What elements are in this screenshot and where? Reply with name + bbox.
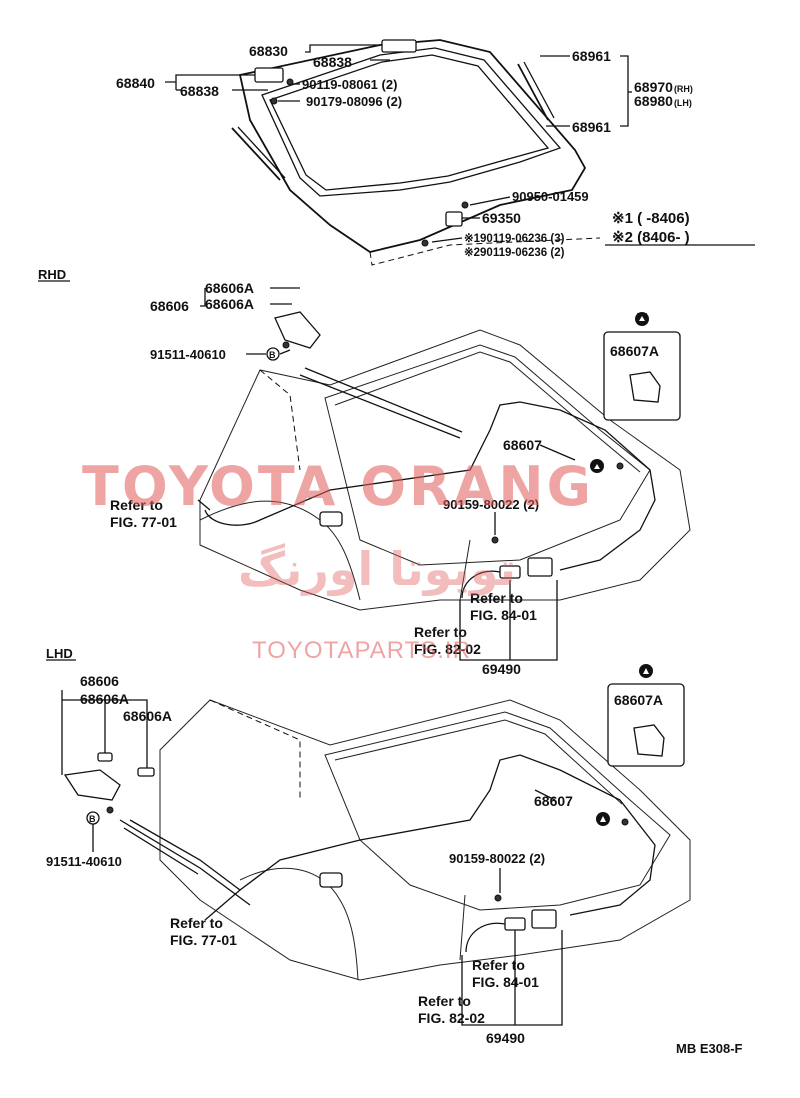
label-68970: 68970(RH) (634, 79, 693, 95)
label-68606A-rhd-1: 68606A (205, 280, 254, 296)
note-serial-2: ※2 (8406- ) (612, 229, 690, 246)
rhd-car-body (199, 311, 691, 611)
refer77-rhd-line2: FIG. 77-01 (110, 514, 177, 530)
badge-b-lhd: B (89, 814, 96, 824)
label-68606A-rhd-2: 68606A (205, 296, 254, 312)
label-68606-rhd: 68606 (150, 298, 189, 314)
label-91511-lhd: 91511-40610 (46, 854, 122, 869)
label-90119-06236-2: ※290119-06236 (2) (464, 246, 565, 259)
watermark-brand: TOYOTA ORANG (82, 455, 594, 518)
watermark-site: TOYOTAPARTS.IR (252, 637, 471, 664)
label-90950-01459: 90950-01459 (512, 189, 589, 204)
lhd-detail-box (596, 664, 685, 826)
label-90159-lhd: 90159-80022 (2) (449, 851, 545, 866)
label-68607-lhd: 68607 (534, 793, 573, 809)
rhd-labels: 68606A 68606 68606A 91511-40610 68607A 6… (110, 280, 659, 677)
back-door-assembly (231, 39, 601, 266)
lhd-car-body (63, 699, 691, 981)
refer84-rhd-line1: Refer to (470, 590, 523, 606)
label-68830: 68830 (249, 43, 288, 59)
figure-code: MB E308-F (676, 1041, 743, 1056)
refer82-lhd-line1: Refer to (418, 993, 471, 1009)
label-68840: 68840 (116, 75, 155, 91)
label-68961-b: 68961 (572, 119, 611, 135)
rhd-leaders (197, 287, 576, 661)
watermark: TOYOTA ORANG تویوتا اورنگ TOYOTAPARTS.IR (82, 455, 594, 664)
lhd-labels: 68606 68606A 68606A 91511-40610 68607A 6… (46, 673, 663, 1046)
label-69490-lhd: 69490 (486, 1030, 525, 1046)
rhd-detail-box (590, 312, 681, 473)
top-labels: 68830 68838 68840 68838 90119-08061 (2) … (116, 43, 693, 259)
lhd-leaders (61, 690, 563, 1026)
label-90159-rhd: 90159-80022 (2) (443, 497, 539, 512)
section-lhd: LHD (46, 646, 73, 661)
label-68606-lhd: 68606 (80, 673, 119, 689)
label-69490-rhd: 69490 (482, 661, 521, 677)
refer77-rhd-line1: Refer to (110, 497, 163, 513)
refer77-lhd-line2: FIG. 77-01 (170, 932, 237, 948)
refer77-lhd-line1: Refer to (170, 915, 223, 931)
label-90119-06236-3: ※190119-06236 (3) (464, 232, 565, 245)
label-90179-08096: 90179-08096 (2) (306, 94, 402, 109)
label-68606A-lhd-2: 68606A (123, 708, 172, 724)
refer84-lhd-line1: Refer to (472, 957, 525, 973)
rhd-badge-b: B (266, 347, 280, 361)
label-68838-a: 68838 (313, 54, 352, 70)
refer84-rhd-line2: FIG. 84-01 (470, 607, 537, 623)
top-leaders (165, 44, 755, 246)
label-91511-rhd: 91511-40610 (150, 347, 226, 362)
refer82-rhd-line1: Refer to (414, 624, 467, 640)
label-68606A-lhd-1: 68606A (80, 691, 129, 707)
badge-b-rhd: B (269, 350, 276, 360)
label-68961-a: 68961 (572, 48, 611, 64)
refer84-lhd-line2: FIG. 84-01 (472, 974, 539, 990)
label-68838-b: 68838 (180, 83, 219, 99)
label-68607A-rhd: 68607A (610, 343, 659, 359)
refer82-rhd-line2: FIG. 82-02 (414, 641, 481, 657)
label-90119-08061: 90119-08061 (2) (302, 77, 397, 92)
label-68607-rhd: 68607 (503, 437, 542, 453)
label-69350: 69350 (482, 210, 521, 226)
watermark-persian: تویوتا اورنگ (238, 542, 516, 596)
refer82-lhd-line2: FIG. 82-02 (418, 1010, 485, 1026)
label-68607A-lhd: 68607A (614, 692, 663, 708)
lhd-badge-b: B (86, 811, 100, 825)
note-serial-1: ※1 ( -8406) (612, 210, 690, 227)
label-68980: 68980(LH) (634, 93, 692, 109)
section-rhd: RHD (38, 267, 66, 282)
